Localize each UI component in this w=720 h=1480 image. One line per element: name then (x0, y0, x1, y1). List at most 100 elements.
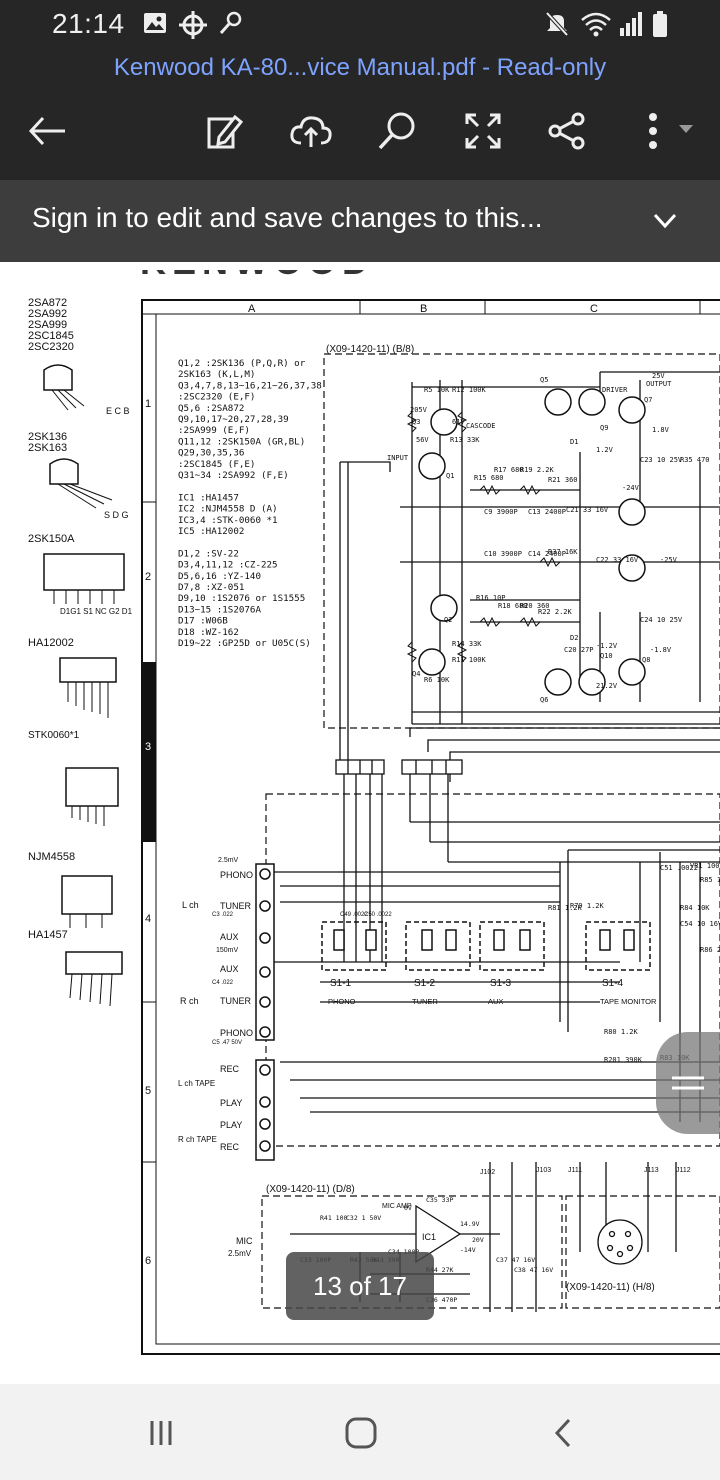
document-title: Kenwood KA-80...vice Manual.pdf - Read-o… (113, 54, 607, 81)
parts-list-line: :2SC1845 (F,E) (178, 459, 255, 470)
input-label-play-l: PLAY (220, 1098, 242, 1108)
search-button[interactable] (372, 106, 422, 156)
back-button[interactable] (22, 106, 72, 156)
banner-message: Sign in to edit and save changes to this… (32, 202, 543, 233)
parts-list-line: Q9,10,17~20,27,28,39 (178, 414, 289, 425)
right-label: C54 10 16V (680, 920, 720, 928)
jack-label: J102 (480, 1169, 495, 1176)
grid-row-3: 3 (145, 741, 151, 753)
fast-scroll-handle[interactable] (656, 1032, 720, 1134)
input-label-tape_rch: R ch TAPE (178, 1135, 217, 1144)
recent-apps-icon (150, 1421, 172, 1445)
nav-back-button[interactable] (538, 1410, 588, 1456)
circuit-label: 56V (416, 436, 429, 444)
circuit-label: Q3 (412, 418, 420, 426)
part-2sa999: 2SA999 (28, 319, 67, 331)
circuit-label: C22 33 16V (596, 556, 639, 564)
input-label-aux-r: AUX (220, 964, 239, 974)
jack-label: J103 (536, 1167, 551, 1174)
input-label-phono: PHONO (220, 870, 253, 880)
page-indicator: 13 of 17 (286, 1252, 434, 1320)
upload-button[interactable] (286, 106, 336, 156)
circuit-labels: INPUTCASCODEDRIVEROUTPUTQ1Q2Q3Q4Q5Q6Q7Q8… (387, 372, 710, 704)
parts-list-line: D19~22 :GP25D or U05C(S) (178, 638, 311, 649)
parts-list-line: D13~15 :1S2076A (178, 604, 261, 615)
circuit-label: R16 10P (476, 594, 506, 602)
input-label-lch: L ch (182, 900, 199, 910)
fullscreen-button[interactable] (458, 106, 508, 156)
switch-caption: AUX (488, 997, 503, 1006)
part-2sk136: 2SK136 (28, 431, 67, 443)
selector-switches (321, 921, 651, 971)
system-nav-bar (0, 1384, 720, 1480)
mic-part-label: C32 1 50V (346, 1214, 381, 1222)
circuit-label: Q5 (540, 376, 548, 384)
document-viewer[interactable]: KENWOOD A B C 1 2 3 4 5 6 2SA872 2SA992 … (0, 262, 720, 1384)
drag-handle-icon (672, 1076, 704, 1090)
circuit-label: C10 3900P (484, 550, 522, 558)
sign-in-banner[interactable]: Sign in to edit and save changes to this… (0, 180, 720, 262)
input-label-phono-r: PHONO (220, 1028, 253, 1038)
input-label-c5: C5 .47 50V (212, 1040, 242, 1046)
parts-list-line: D17 :W06B (178, 616, 228, 627)
input-label-c3: C3 .022 (212, 912, 234, 918)
circuit-label: Q4 (412, 670, 420, 678)
switch-label: S1-1 (330, 978, 352, 989)
circuit-label: R13 33K (450, 436, 480, 444)
nav-back-icon (554, 1418, 571, 1448)
parts-list-line: Q11,12 :2SK150A (GR,BL) (178, 436, 305, 447)
input-label-c49: C49 .0022 (340, 912, 368, 918)
edit-button[interactable] (200, 106, 250, 156)
circuit-label: C14 2400P (528, 550, 566, 558)
share-button[interactable] (542, 106, 592, 156)
battery-icon (652, 10, 668, 43)
part-legend: 2SA872 2SA992 2SA999 2SC1845 2SC2320 E C… (28, 297, 133, 1007)
parts-list-line: :2SC2320 (E,F) (178, 392, 255, 403)
input-label-tape_lch: L ch TAPE (178, 1079, 215, 1088)
circuit-label: C9 3900P (484, 508, 518, 516)
parts-list-line: 2SK163 (K,L,M) (178, 369, 255, 380)
parts-list-line: Q29,30,35,36 (178, 448, 244, 459)
parts-list-line: Q5,6 :2SA872 (178, 403, 244, 414)
input-label-c50: C50 .0022 (364, 912, 392, 918)
mic-label: MIC (236, 1236, 253, 1246)
recent-apps-button[interactable] (136, 1410, 186, 1456)
crosshair-icon (178, 10, 208, 45)
right-label: R79 1.2K (570, 902, 605, 910)
mic-part-label: 20V (472, 1236, 484, 1244)
circuit-label: Q8 (642, 656, 650, 664)
input-label-rec-l: REC (220, 1064, 240, 1074)
mic-amp-label: MIC AMP (382, 1203, 412, 1210)
circuit-label: R12 100K (452, 386, 487, 394)
signal-bus (270, 774, 720, 1122)
circuit-label: R21 360 (548, 476, 578, 484)
parts-list-line: D18 :WZ-162 (178, 627, 239, 638)
input-label-aux: AUX (220, 932, 239, 942)
circuit-label: -1.2V (596, 642, 618, 650)
grid-col-b: B (420, 303, 427, 315)
mic-part-label: R41 100 (320, 1214, 347, 1222)
input-label-tuner-r: TUNER (220, 996, 251, 1006)
arrow-left-icon (28, 116, 65, 146)
circuit-label: Q7 (644, 396, 652, 404)
part-2sc2320: 2SC2320 (28, 341, 74, 353)
part-2sa992: 2SA992 (28, 308, 67, 320)
mic-circuit (290, 1162, 677, 1312)
signal-icon (618, 10, 644, 43)
more-options-button[interactable] (630, 106, 700, 156)
input-label-level2: 150mV (216, 947, 239, 954)
home-button[interactable] (336, 1410, 386, 1456)
switch-label: S1-4 (602, 978, 624, 989)
part-stk0060: STK0060*1 (28, 730, 80, 741)
circuit-label: Q10 (600, 652, 613, 660)
part-2sa872: 2SA872 (28, 297, 67, 309)
part-2sc1845: 2SC1845 (28, 330, 74, 342)
mic-part-label: C36 470P (426, 1296, 457, 1304)
part-2sk150a: 2SK150A (28, 533, 75, 545)
chevron-down-icon[interactable] (650, 206, 680, 241)
circuit-label: OUTPUT (646, 380, 672, 388)
mic-part-label: 14.9V (460, 1220, 480, 1228)
